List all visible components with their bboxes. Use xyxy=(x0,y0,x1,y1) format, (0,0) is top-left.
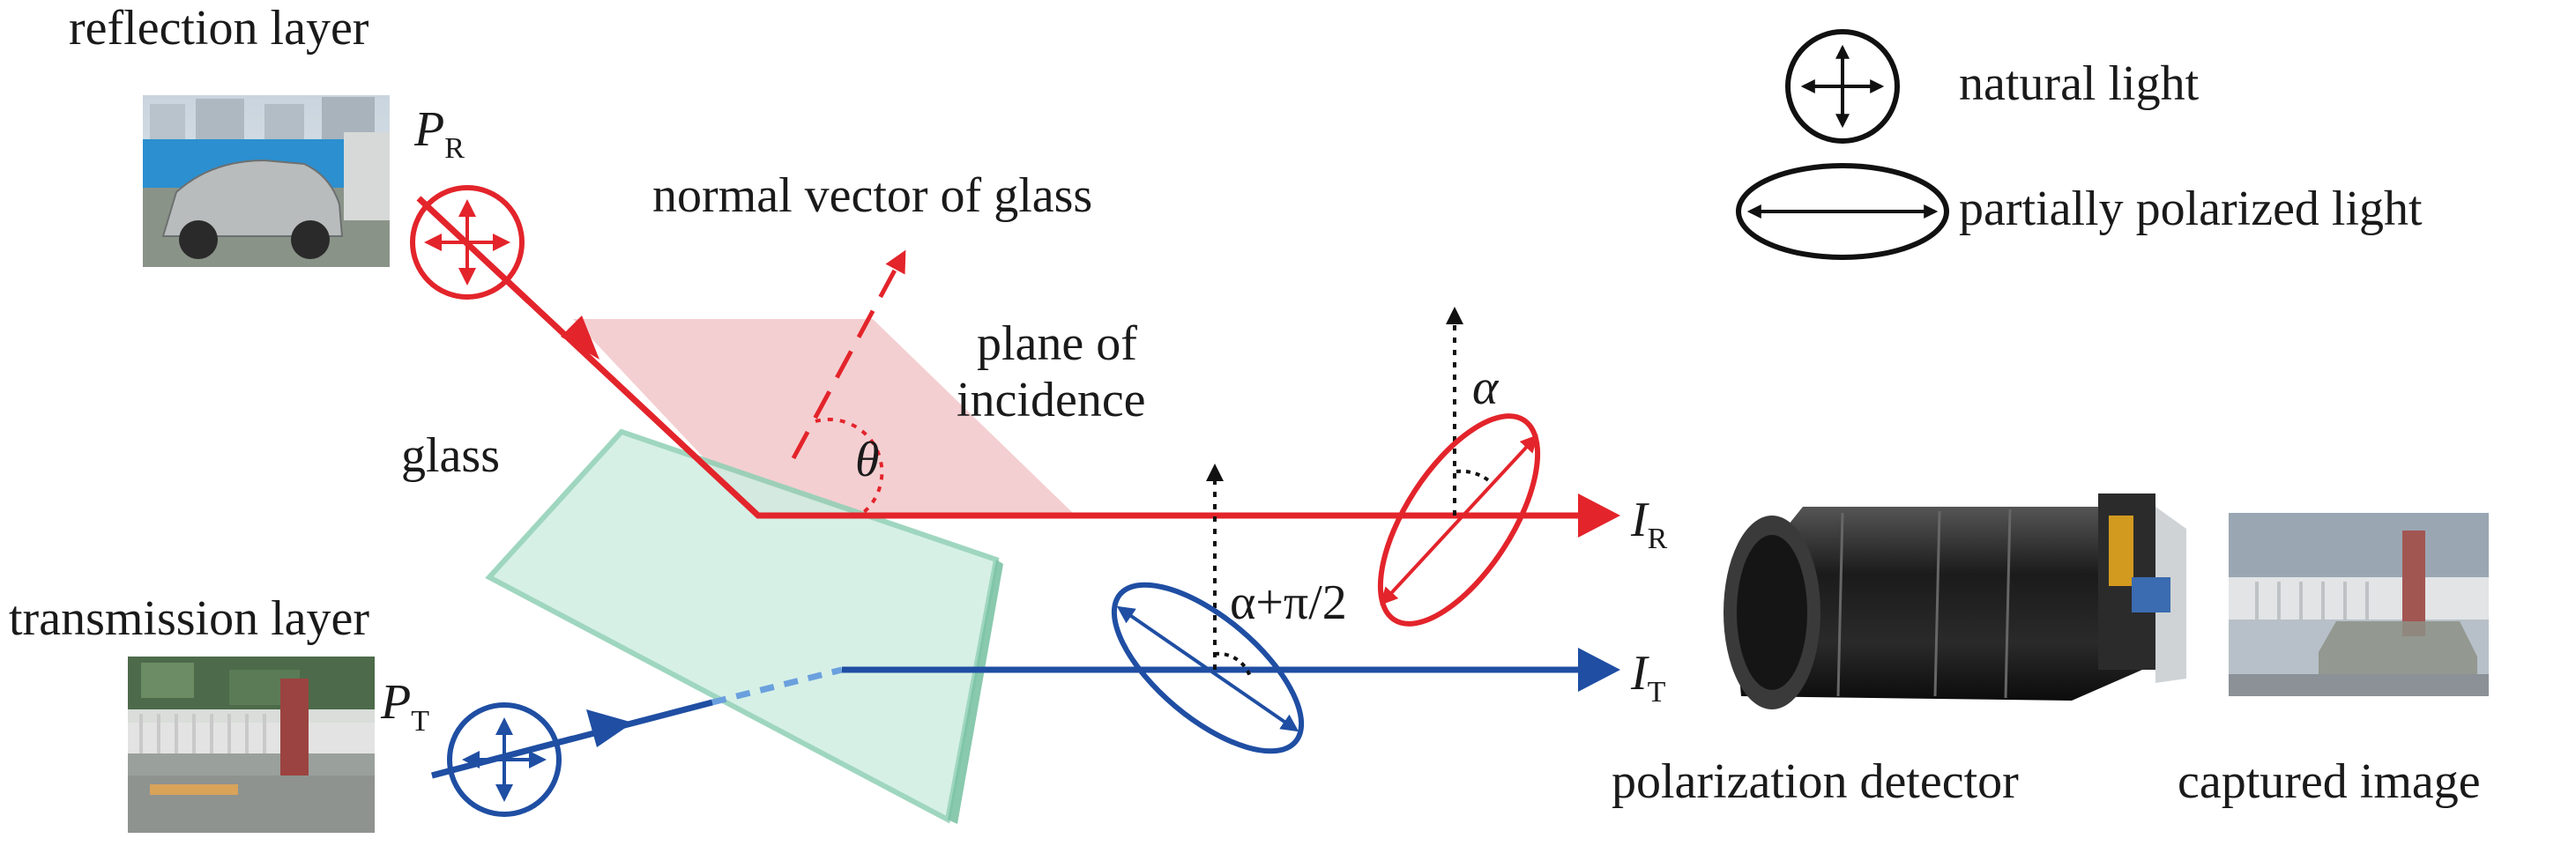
double-arrow-ellipse-icon xyxy=(1736,163,1949,260)
polarization-detector-label: polarization detector xyxy=(1612,754,2019,809)
transmission-layer-photo xyxy=(128,657,375,833)
plane-of-incidence-line1: plane of xyxy=(977,316,1137,371)
p-r-label: PR xyxy=(413,102,465,165)
p-t-label: PT xyxy=(380,675,429,738)
captured-image-label: captured image xyxy=(2178,754,2481,809)
reflected-ray xyxy=(416,196,1620,538)
glass-plate xyxy=(485,428,1003,824)
legend-partially-polarized-label: partially polarized light xyxy=(1959,182,2423,236)
alpha-label: α xyxy=(1472,360,1500,415)
i-r-label: IR xyxy=(1630,493,1668,555)
polarization-detector-image xyxy=(1724,494,2186,709)
captured-image xyxy=(2229,513,2489,696)
normal-vector-line xyxy=(791,249,906,460)
reflected-polarization-ellipse xyxy=(1377,307,1541,627)
alpha-plus-pi-over-2-label: α+π/2 xyxy=(1230,575,1347,630)
theta-arc xyxy=(815,418,884,517)
plane-of-incidence xyxy=(573,319,1076,516)
reflection-layer-label: reflection layer xyxy=(69,1,369,56)
transmission-layer-label: transmission layer xyxy=(9,591,369,646)
transmitted-ray xyxy=(431,648,1620,779)
plane-of-incidence-line2: incidence xyxy=(957,373,1146,427)
legend: natural light partially polarized light xyxy=(1736,29,2423,260)
transmitted-polarization-ellipse xyxy=(1111,464,1305,754)
reflection-layer-photo xyxy=(143,95,390,267)
i-t-label: IT xyxy=(1630,646,1666,709)
legend-natural-light-label: natural light xyxy=(1959,56,2200,111)
theta-label: θ xyxy=(855,433,880,487)
four-way-arrow-circle-icon xyxy=(1785,29,1900,144)
glass-label: glass xyxy=(401,428,500,483)
normal-vector-label: normal vector of glass xyxy=(652,168,1092,223)
